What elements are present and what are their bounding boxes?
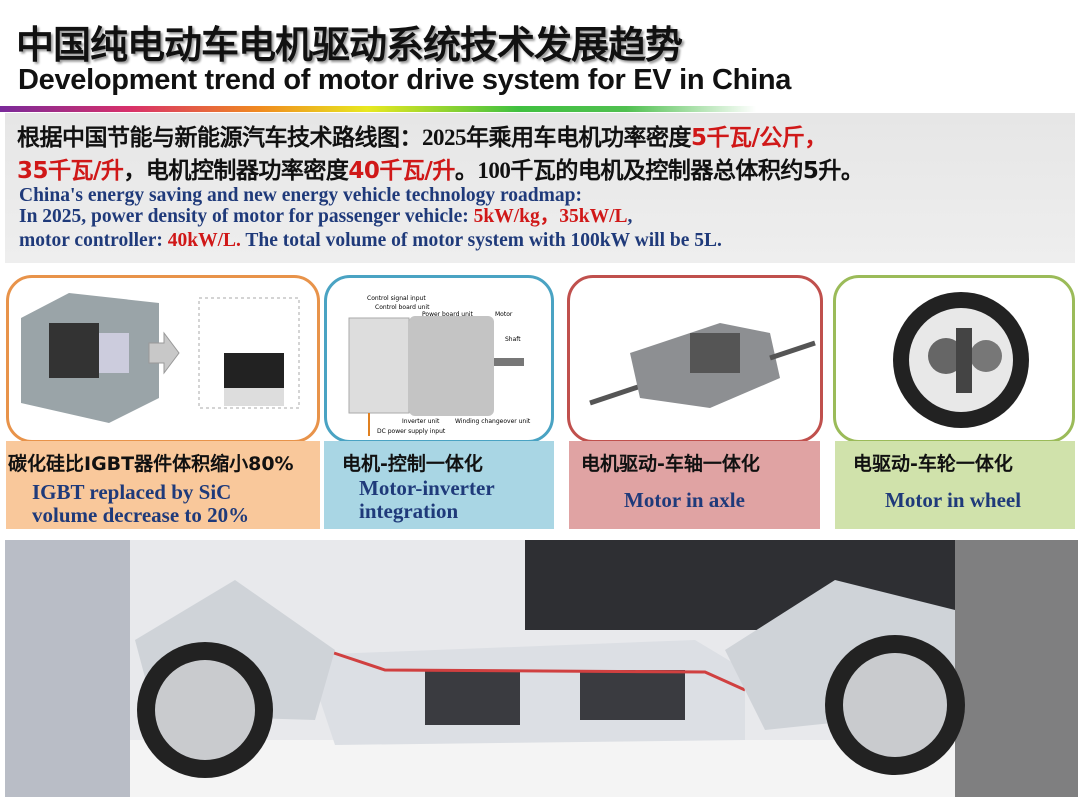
summary-cn-line-2: 35千瓦/升，电机控制器功率密度40千瓦/升。100千瓦的电机及控制器总体积约5… — [17, 158, 864, 184]
panel-wheel-title-cn: 电驱动-车轮一体化 — [853, 453, 1013, 475]
diagram-label: Control signal input — [367, 295, 426, 302]
summary-en-line-3: motor controller: 40kW/L. The total volu… — [19, 230, 722, 251]
ev-skateboard-chassis-photo — [5, 540, 1078, 797]
roadmap-summary-box: 根据中国节能与新能源汽车技术路线图：2025年乘用车电机功率密度5千瓦/公斤， … — [5, 113, 1075, 263]
diagram-label: Power board unit — [422, 311, 474, 318]
panel-wheel-text-en: Motor in wheel — [885, 488, 1022, 512]
summary-en-line-1: China's energy saving and new energy veh… — [19, 185, 582, 206]
diagram-label: Inverter unit — [402, 418, 440, 425]
sic-inverter-image — [6, 275, 320, 443]
diagram-label: Control board unit — [375, 304, 430, 311]
in-wheel-motor-illustration — [893, 292, 1029, 428]
axle-drive-illustration — [589, 323, 816, 408]
panel-integration-label: 电机-控制一体化 Motor-inverter integration — [324, 441, 554, 529]
panel-axle-label: 电机驱动-车轴一体化 Motor in axle — [569, 441, 820, 529]
chassis-illustration — [5, 540, 1078, 797]
panel-sic-text-en-1: IGBT replaced by SiC — [32, 480, 232, 504]
panel-sic-title-cn: 碳化硅比IGBT器件体积缩小80% — [8, 453, 294, 475]
diagram-label: Winding changeover unit — [455, 418, 531, 425]
summary-cn-line-1: 根据中国节能与新能源汽车技术路线图：2025年乘用车电机功率密度5千瓦/公斤， — [17, 125, 827, 151]
inverter-size-comparison-illustration — [21, 293, 300, 423]
motor-in-axle-image — [567, 275, 823, 443]
panel-sic-label: 碳化硅比IGBT器件体积缩小80% IGBT replaced by SiC v… — [6, 441, 320, 529]
slide-title-en: Development trend of motor drive system … — [18, 64, 792, 96]
panel-integration-title-cn: 电机-控制一体化 — [342, 453, 483, 475]
panel-axle-title-cn: 电机驱动-车轴一体化 — [581, 453, 760, 475]
panel-integration-text-en-1: Motor-inverter — [359, 476, 495, 500]
rainbow-divider — [0, 106, 1080, 112]
diagram-label: DC power supply input — [377, 428, 446, 435]
motor-inverter-diagram: Control signal input Control board unit … — [348, 295, 531, 436]
summary-en-line-2: In 2025, power density of motor for pass… — [19, 206, 633, 227]
diagram-label: Motor — [495, 311, 513, 318]
panel-axle-text-en: Motor in axle — [624, 488, 745, 512]
slide-title-cn: 中国纯电动车电机驱动系统技术发展趋势 — [16, 23, 683, 67]
panel-integration-text-en-2: integration — [359, 499, 459, 523]
motor-in-wheel-image — [833, 275, 1075, 443]
diagram-label: Shaft — [505, 336, 521, 343]
motor-inverter-image: Control signal input Control board unit … — [324, 275, 554, 443]
panel-sic-text-en-2: volume decrease to 20% — [32, 503, 250, 527]
panel-wheel-label: 电驱动-车轮一体化 Motor in wheel — [835, 441, 1075, 529]
